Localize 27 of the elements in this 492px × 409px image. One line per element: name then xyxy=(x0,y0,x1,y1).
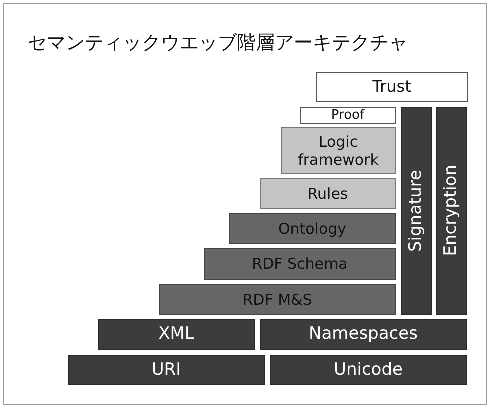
layer-box xyxy=(98,319,255,350)
layer-label: RDF M&S xyxy=(242,290,312,308)
layer-label: RDF Schema xyxy=(252,255,348,273)
layer-label: Unicode xyxy=(334,360,403,380)
layer-box xyxy=(281,127,396,174)
layer-box xyxy=(260,178,396,209)
layer-label: Encryption xyxy=(441,165,462,257)
layer-box xyxy=(300,107,396,124)
layer-label: Rules xyxy=(308,184,348,202)
layer-label: Ontology xyxy=(278,220,347,238)
layer-label: Trust xyxy=(372,77,412,97)
layer-box xyxy=(316,72,468,102)
layer-label: Logic framework xyxy=(297,132,380,168)
layer-box xyxy=(229,213,396,244)
layer-box xyxy=(68,355,265,385)
vertical-layer-bar xyxy=(401,107,432,315)
layer-label: XML xyxy=(158,324,194,345)
vertical-layer-bar xyxy=(436,107,467,315)
layer-box xyxy=(204,248,396,280)
layer-label: Signature xyxy=(406,170,427,252)
layer-box xyxy=(159,284,396,315)
layer-box xyxy=(270,355,467,385)
layer-label: Proof xyxy=(331,108,365,124)
layer-box xyxy=(260,319,467,350)
diagram-title: セマンティックウエッブ階層アーキテクチャ xyxy=(28,31,408,56)
layer-label: URI xyxy=(152,360,182,380)
layer-label: Namespaces xyxy=(309,324,418,345)
